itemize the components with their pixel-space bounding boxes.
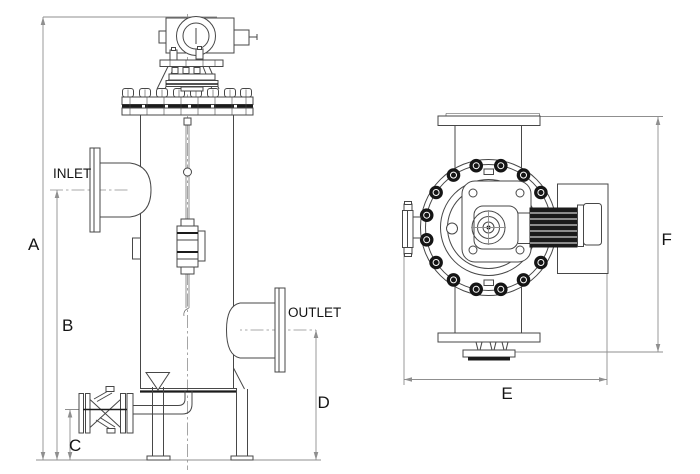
dim-label-c: C bbox=[69, 436, 81, 455]
flange-bolt-ticks bbox=[129, 97, 247, 115]
front-view: INLET OUTLET A B C D bbox=[28, 14, 341, 470]
gearbox-hub bbox=[446, 180, 532, 263]
motor-assembly bbox=[518, 183, 609, 274]
outlet-label: OUTLET bbox=[288, 305, 341, 320]
bottom-branch bbox=[437, 286, 541, 361]
inlet-nozzle bbox=[89, 147, 152, 233]
drain-valve bbox=[78, 386, 134, 434]
dimension-lines-top bbox=[403, 116, 663, 385]
keyway-slot-bottom bbox=[483, 279, 494, 286]
top-flange bbox=[121, 88, 254, 116]
motor-end-cap bbox=[583, 203, 602, 246]
dim-label-f: F bbox=[662, 230, 672, 249]
right-leg-gusset bbox=[233, 367, 245, 390]
dim-label-e: E bbox=[501, 384, 512, 403]
left-leg-gusset bbox=[145, 372, 171, 391]
shell-side-lug bbox=[132, 237, 141, 260]
conduit-box bbox=[233, 29, 250, 46]
drive-actuator bbox=[156, 16, 258, 92]
dim-label-b: B bbox=[62, 316, 73, 335]
bottom-branch-flange bbox=[437, 332, 541, 343]
gearbox-port bbox=[446, 222, 458, 235]
side-nozzle-end bbox=[402, 201, 422, 257]
drain-assembly bbox=[78, 386, 193, 434]
flange-nuts bbox=[122, 88, 252, 98]
support-legs bbox=[145, 367, 254, 461]
inlet-label: INLET bbox=[53, 166, 91, 181]
keyway-slot-top bbox=[483, 168, 494, 175]
motor-fins bbox=[529, 207, 578, 248]
internal-element bbox=[176, 117, 206, 317]
top-branch-flange bbox=[437, 115, 541, 126]
bottom-ribs bbox=[475, 341, 509, 351]
top-view: E F bbox=[402, 113, 672, 403]
outlet-flange bbox=[274, 287, 286, 373]
top-branch bbox=[437, 113, 541, 169]
outlet-nozzle bbox=[225, 287, 286, 373]
dim-label-a: A bbox=[28, 235, 40, 254]
inlet-flange bbox=[89, 147, 101, 233]
mounting-plate bbox=[159, 59, 224, 67]
dim-label-d: D bbox=[318, 393, 330, 412]
